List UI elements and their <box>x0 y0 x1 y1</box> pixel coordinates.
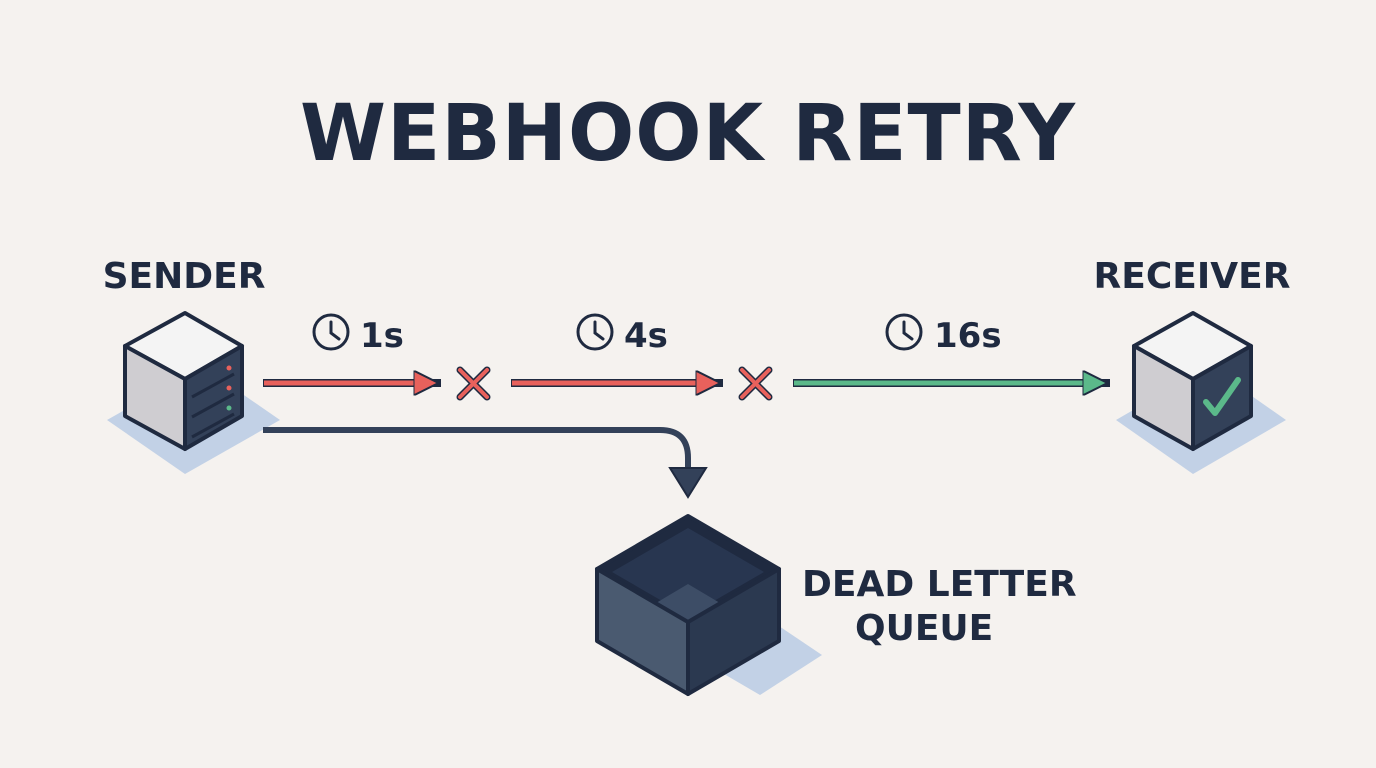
delay-label-3: 16s <box>934 316 1002 356</box>
dead-letter-queue-label-line2: QUEUE <box>855 608 993 649</box>
receiver-server-icon <box>1116 311 1286 474</box>
receiver-label: RECEIVER <box>1094 256 1291 297</box>
cross-icon <box>456 366 491 401</box>
attempt-2: 4s <box>511 313 773 401</box>
attempt-1: 1s <box>263 313 491 401</box>
dead-letter-queue-box <box>595 514 822 696</box>
clock-icon <box>312 313 350 351</box>
delay-label-2: 4s <box>624 316 668 356</box>
sender-label: SENDER <box>103 256 266 297</box>
sender-server-icon <box>107 311 280 474</box>
clock-icon <box>885 313 923 351</box>
dead-letter-arrow <box>263 427 708 499</box>
diagram-title: WEBHOOK RETRY <box>300 89 1077 179</box>
dead-letter-queue-label-line1: DEAD LETTER <box>802 564 1077 605</box>
check-icon <box>1203 377 1241 416</box>
clock-icon <box>576 313 614 351</box>
delay-label-1: 1s <box>360 316 404 356</box>
attempt-3: 16s <box>793 313 1110 383</box>
cross-icon <box>738 366 773 401</box>
